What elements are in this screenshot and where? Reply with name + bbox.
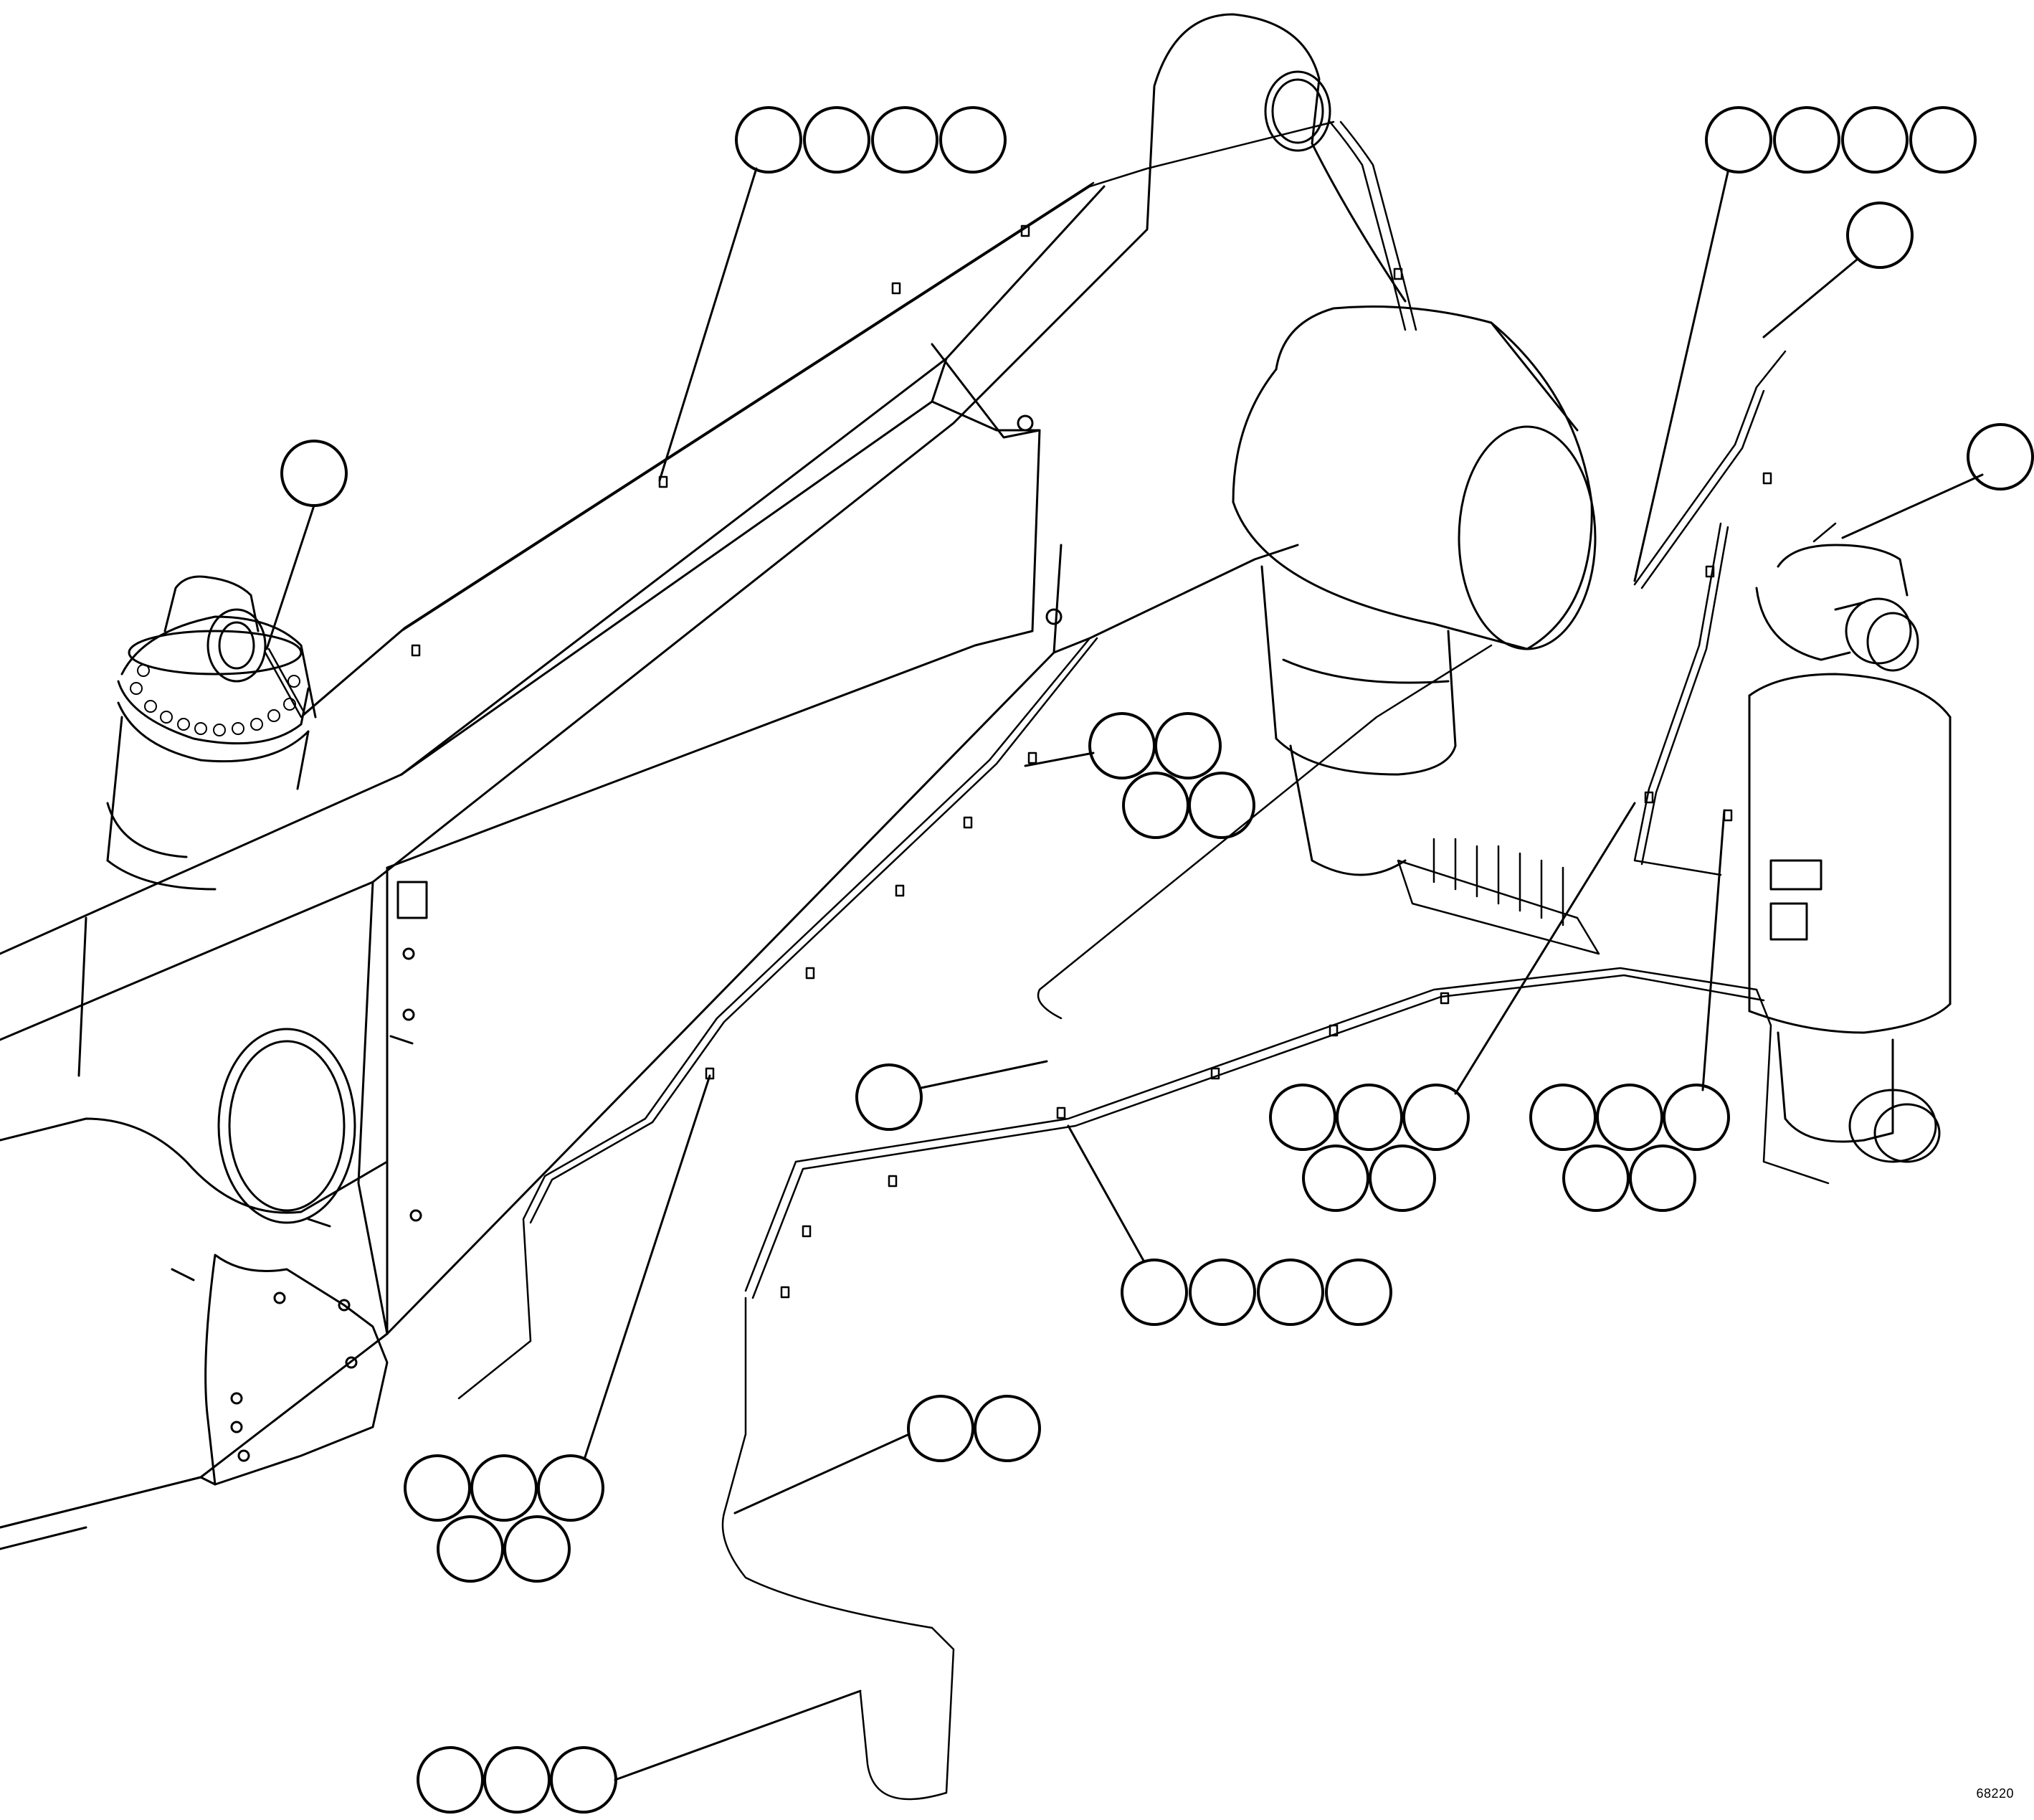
figure-number: 68220 xyxy=(1976,1786,2014,1801)
callout-group-top-right xyxy=(1705,106,1977,174)
callout-group-center-2x2 xyxy=(1088,712,1255,839)
callout-group-bottom-left xyxy=(404,1454,604,1583)
valve-bank xyxy=(1397,838,1600,955)
callout-balloons xyxy=(280,106,2034,1814)
leader-lines xyxy=(265,167,1984,1781)
callout-group-center-left xyxy=(855,1063,923,1131)
callout-group-left-cylinder xyxy=(280,440,348,507)
callout-group-right-upper xyxy=(1846,202,1914,269)
left-lift-cylinder xyxy=(77,575,317,1077)
right-tilt-cylinder xyxy=(1748,544,1952,1163)
hose-runs xyxy=(264,120,1837,1801)
hose-clamps xyxy=(411,224,1772,1299)
callout-group-right-cylinder xyxy=(1967,423,2034,490)
boom-arm xyxy=(0,13,1407,1550)
center-swing-cylinder xyxy=(1232,305,1597,876)
callout-group-top-center xyxy=(735,106,1007,174)
callout-group-center-right xyxy=(1269,1084,1470,1212)
callout-group-bottom-3 xyxy=(417,1746,617,1814)
callout-group-right xyxy=(1529,1084,1730,1212)
callout-group-bottom-2 xyxy=(907,1395,1041,1462)
callout-group-bottom-center xyxy=(1121,1259,1392,1326)
